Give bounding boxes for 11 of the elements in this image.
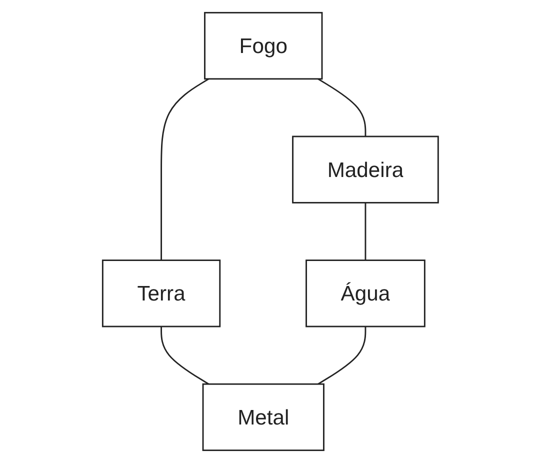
connector: [318, 326, 366, 385]
node-box: [204, 12, 323, 80]
connector: [318, 78, 366, 136]
connector: [160, 78, 210, 260]
node-box: [306, 260, 426, 328]
connector: [160, 326, 210, 385]
node-box: [292, 136, 439, 204]
node-box: [202, 383, 325, 452]
connector: [364, 202, 366, 260]
diagram: Fogo Madeira Terra Água Metal: [95, 5, 446, 458]
node-box: [102, 260, 221, 328]
